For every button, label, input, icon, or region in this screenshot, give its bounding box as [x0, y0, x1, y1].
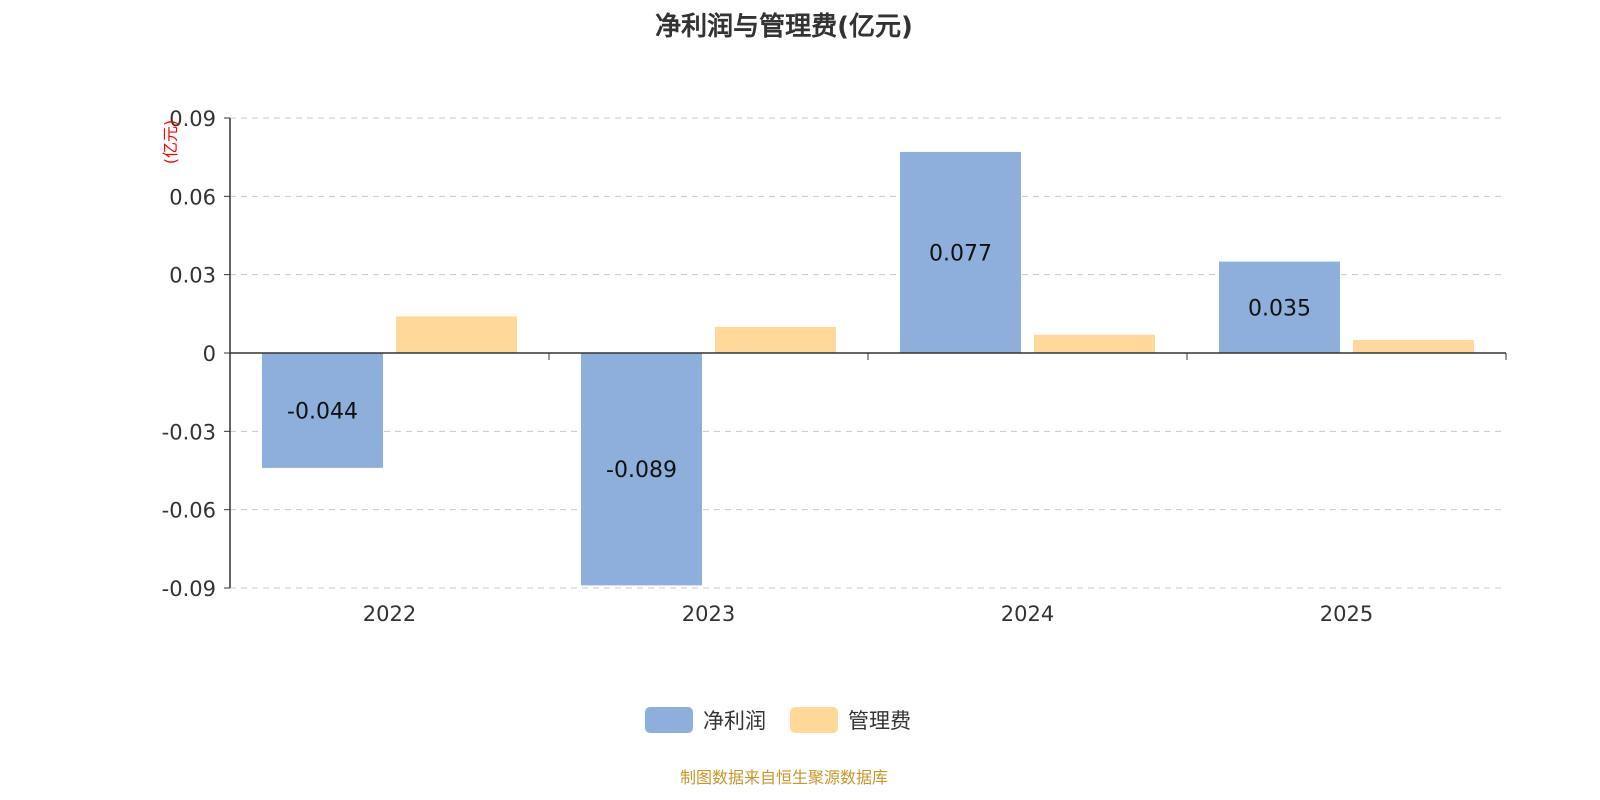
y-tick-label: 0.03: [169, 264, 216, 288]
source-note: 制图数据来自恒生聚源数据库: [679, 768, 888, 787]
y-tick-label: 0.06: [169, 185, 216, 209]
y-tick-label: -0.09: [162, 577, 216, 601]
legend-item-net-profit[interactable]: 净利润: [645, 705, 766, 735]
x-tick-label: 2025: [1320, 602, 1373, 626]
y-tick-label: -0.06: [162, 499, 216, 523]
legend-item-admin-expense[interactable]: 管理费: [790, 705, 911, 735]
bar-admin-expense: [715, 326, 836, 353]
x-tick-label: 2024: [1001, 602, 1054, 626]
data-label: 0.035: [1248, 296, 1311, 321]
y-tick-label: 0: [203, 342, 216, 366]
x-tick-label: 2023: [682, 602, 735, 626]
x-tick-label: 2022: [363, 602, 416, 626]
data-label: -0.044: [287, 399, 358, 424]
bar-admin-expense: [1034, 334, 1155, 353]
bar-admin-expense: [396, 316, 517, 353]
bar-net-profit: [581, 353, 702, 586]
bar-net-profit: [1219, 261, 1340, 353]
y-tick-label: -0.03: [162, 420, 216, 444]
data-label: 0.077: [929, 241, 992, 266]
legend-label: 净利润: [703, 709, 766, 733]
bar-admin-expense: [1353, 339, 1474, 353]
legend-swatch-admin-expense: [790, 707, 838, 733]
bar-net-profit: [262, 353, 383, 468]
chart-title: 净利润与管理费(亿元): [655, 12, 913, 42]
legend-swatch-net-profit: [645, 707, 693, 733]
y-tick-label: 0.09: [169, 107, 216, 131]
legend: 净利润 管理费: [645, 705, 925, 735]
data-label: -0.089: [606, 458, 677, 483]
legend-label: 管理费: [848, 709, 911, 733]
bar-net-profit: [900, 151, 1021, 353]
y-axis-label: (亿元): [161, 120, 180, 165]
